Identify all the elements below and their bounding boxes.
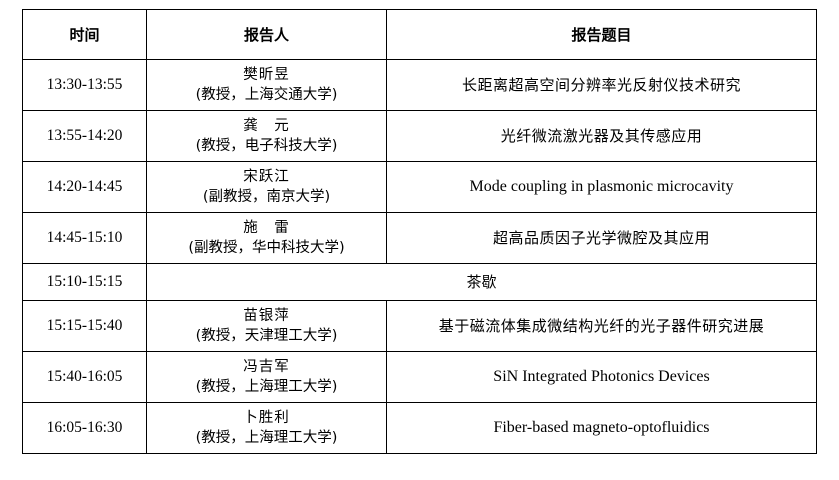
table-row: 14:45-15:10 施 雷 (副教授，华中科技大学) 超高品质因子光学微腔及…: [22, 212, 817, 264]
speaker-cell: 苗银萍 (教授，天津理工大学): [146, 300, 387, 352]
speaker-cell: 宋跃江 (副教授，南京大学): [146, 161, 387, 213]
talk-title: 超高品质因子光学微腔及其应用: [386, 212, 817, 264]
table-row: 14:20-14:45 宋跃江 (副教授，南京大学) Mode coupling…: [22, 161, 817, 213]
header-time: 时间: [22, 9, 147, 60]
time-cell: 15:40-16:05: [22, 351, 147, 403]
speaker-name: 樊昕昱: [243, 67, 290, 83]
schedule-table: 时间 报告人 报告题目 13:30-13:55 樊昕昱 (教授，上海交通大学) …: [22, 9, 817, 454]
speaker-name: 龚 元: [243, 118, 290, 134]
speaker-name: 宋跃江: [243, 169, 290, 185]
table-row: 15:40-16:05 冯吉军 (教授，上海理工大学) SiN Integrat…: [22, 351, 817, 403]
break-time: 15:10-15:15: [22, 263, 147, 301]
talk-title: 长距离超高空间分辨率光反射仪技术研究: [386, 59, 817, 111]
time-cell: 13:30-13:55: [22, 59, 147, 111]
speaker-cell: 龚 元 (教授，电子科技大学): [146, 110, 387, 162]
time-cell: 16:05-16:30: [22, 402, 147, 454]
speaker-cell: 卜胜利 (教授，上海理工大学): [146, 402, 387, 454]
speaker-affiliation: (副教授，南京大学): [202, 189, 331, 205]
table-row: 13:55-14:20 龚 元 (教授，电子科技大学) 光纤微流激光器及其传感应…: [22, 110, 817, 162]
table-row: 13:30-13:55 樊昕昱 (教授，上海交通大学) 长距离超高空间分辨率光反…: [22, 59, 817, 111]
header-title: 报告题目: [386, 9, 817, 60]
speaker-name: 施 雷: [243, 220, 290, 236]
speaker-affiliation: (教授，天津理工大学): [195, 328, 338, 344]
header-row: 时间 报告人 报告题目: [22, 9, 817, 60]
table-row: 16:05-16:30 卜胜利 (教授，上海理工大学) Fiber-based …: [22, 402, 817, 454]
speaker-name: 冯吉军: [243, 359, 290, 375]
time-cell: 15:15-15:40: [22, 300, 147, 352]
speaker-affiliation: (教授，上海理工大学): [195, 430, 338, 446]
speaker-affiliation: (教授，上海理工大学): [195, 379, 338, 395]
header-speaker: 报告人: [146, 9, 387, 60]
talk-title: SiN Integrated Photonics Devices: [386, 351, 817, 403]
speaker-name: 苗银萍: [243, 308, 290, 324]
speaker-cell: 樊昕昱 (教授，上海交通大学): [146, 59, 387, 111]
break-row: 15:10-15:15 茶歇: [22, 263, 817, 301]
time-cell: 13:55-14:20: [22, 110, 147, 162]
table-row: 15:15-15:40 苗银萍 (教授，天津理工大学) 基于磁流体集成微结构光纤…: [22, 300, 817, 352]
time-cell: 14:45-15:10: [22, 212, 147, 264]
talk-title: Mode coupling in plasmonic microcavity: [386, 161, 817, 213]
speaker-affiliation: (副教授，华中科技大学): [188, 240, 345, 256]
talk-title: Fiber-based magneto-optofluidics: [386, 402, 817, 454]
talk-title: 基于磁流体集成微结构光纤的光子器件研究进展: [386, 300, 817, 352]
speaker-cell: 施 雷 (副教授，华中科技大学): [146, 212, 387, 264]
speaker-affiliation: (教授，上海交通大学): [195, 87, 338, 103]
talk-title: 光纤微流激光器及其传感应用: [386, 110, 817, 162]
speaker-affiliation: (教授，电子科技大学): [195, 138, 338, 154]
speaker-cell: 冯吉军 (教授，上海理工大学): [146, 351, 387, 403]
time-cell: 14:20-14:45: [22, 161, 147, 213]
break-label: 茶歇: [146, 263, 817, 301]
speaker-name: 卜胜利: [243, 410, 290, 426]
